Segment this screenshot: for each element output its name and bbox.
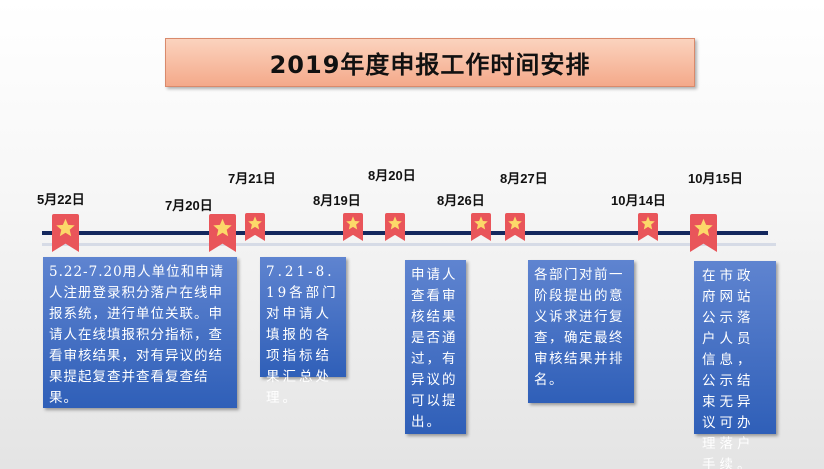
description-box: 在市政府网站公示落户人员信息，公示结束无异议可办理落户手续。 [694,261,776,469]
milestone-date: 7月20日 [165,198,213,213]
milestone-date: 8月20日 [368,168,416,183]
milestone-date: 8月27日 [500,171,548,186]
slide-title: 2019年度申报工作时间安排 [165,38,695,87]
description-box: 5.22-7.20用人单位和申请人注册登录积分落户在线申报系统，进行单位关联。申… [43,257,237,408]
milestone-bookmark-star-icon [385,213,405,241]
description-box: 7.21-8.19各部门对申请人填报的各项指标结果汇总处理。 [260,257,346,406]
milestone-bookmark-star-icon [343,213,363,241]
timeline-shadow [42,243,776,246]
description-box: 申请人查看审核结果是否通过，有异议的可以提出。 [405,260,466,434]
milestone-bookmark-star-icon [638,213,658,241]
milestone-date: 7月21日 [228,171,276,186]
timeline-axis [42,231,768,235]
milestone-date: 5月22日 [37,192,85,207]
milestone-date: 8月19日 [313,193,361,208]
milestone-date: 10月15日 [688,171,743,186]
milestone-bookmark-star-icon [51,214,79,252]
milestone-bookmark-star-icon [208,214,236,252]
milestone-bookmark-star-icon [245,213,265,241]
milestone-bookmark-star-icon [505,213,525,241]
milestone-bookmark-star-icon [689,214,717,252]
milestone-date: 8月26日 [437,193,485,208]
milestone-date: 10月14日 [611,193,666,208]
milestone-bookmark-star-icon [471,213,491,241]
description-box: 各部门对前一阶段提出的意义诉求进行复查，确定最终审核结果并排名。 [528,260,634,403]
